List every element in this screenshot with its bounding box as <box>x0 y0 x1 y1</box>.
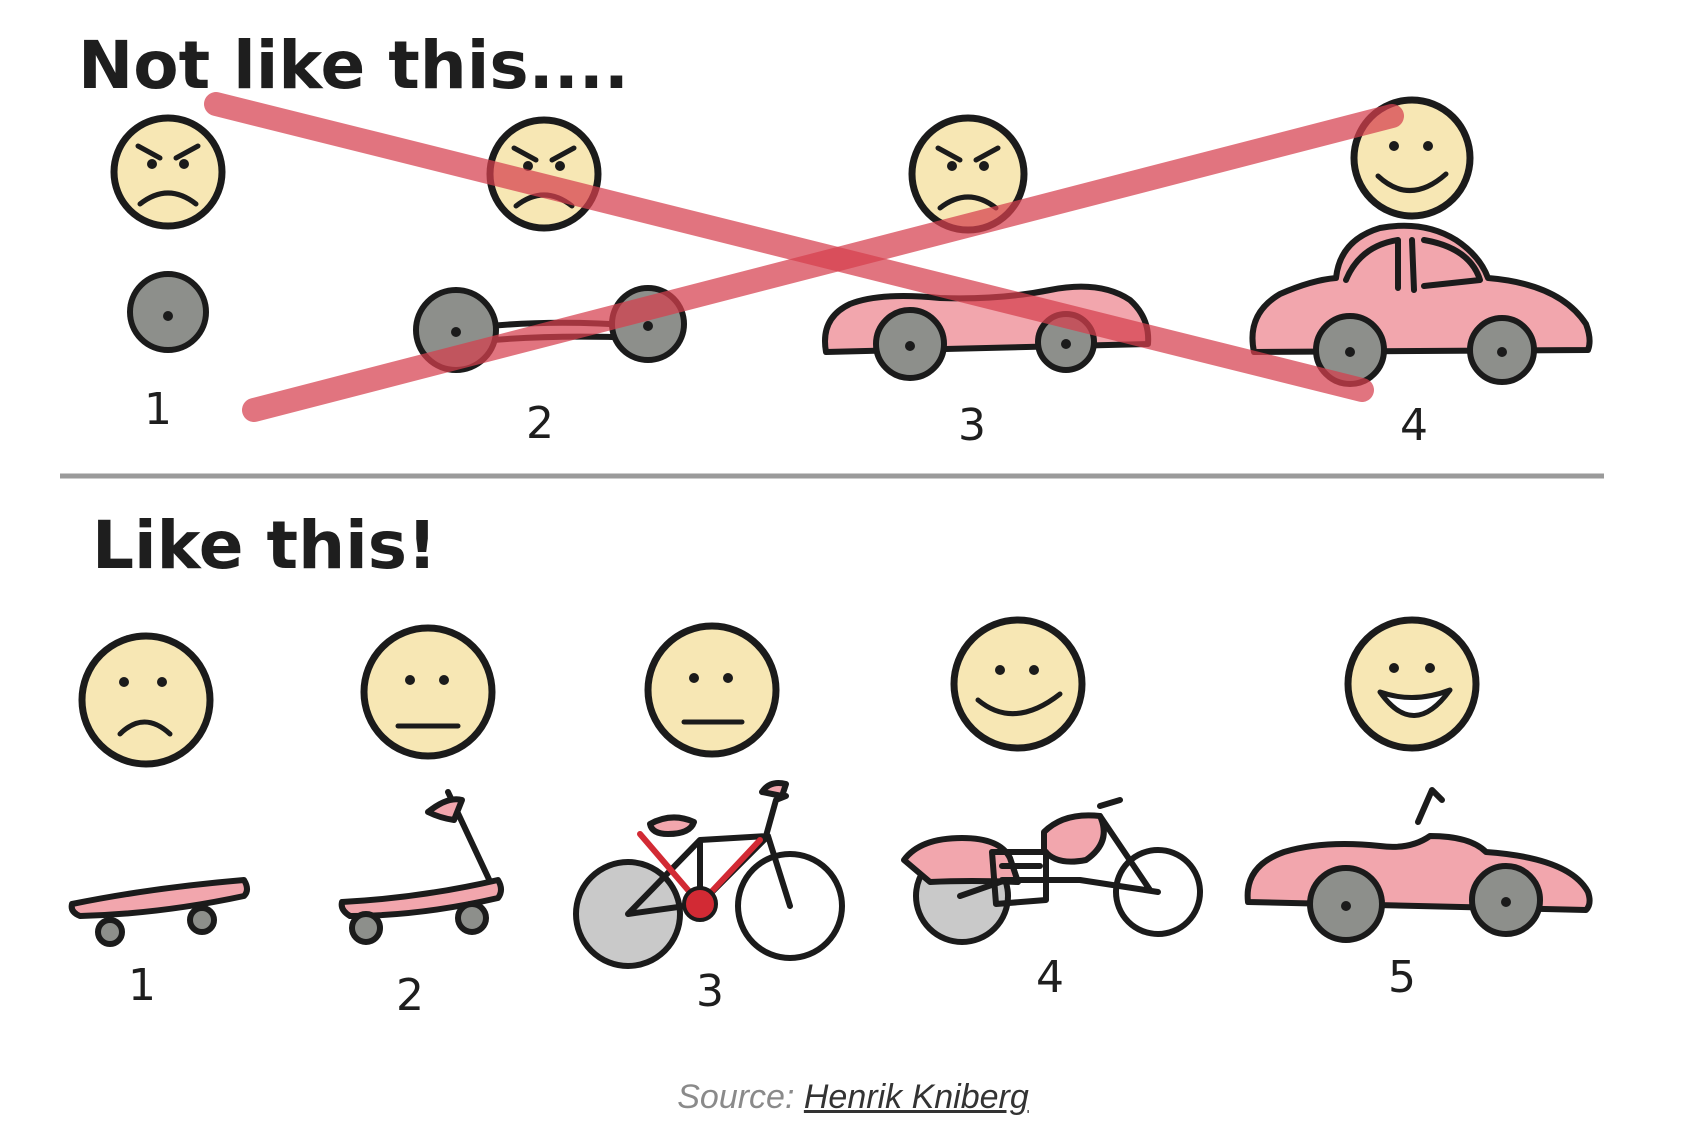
top-heading: Not like this.... <box>78 27 629 104</box>
motorcycle-icon <box>901 797 1203 945</box>
smile-face-icon <box>950 616 1086 752</box>
bottom-step-5: 5 <box>1244 616 1593 1003</box>
source-prefix: Source: <box>677 1078 795 1116</box>
laugh-face-icon <box>1344 616 1480 752</box>
source-caption: Source: Henrik Kniberg <box>0 1078 1706 1117</box>
top-step-number: 3 <box>958 400 986 451</box>
bottom-heading: Like this! <box>92 507 437 584</box>
top-step-4: 4 <box>1249 96 1593 451</box>
car-icon <box>1249 222 1593 387</box>
neutral-face-icon <box>360 624 496 760</box>
bottom-step-number: 2 <box>396 970 424 1021</box>
bottom-step-2: 2 <box>338 624 504 1021</box>
top-step-number: 1 <box>144 384 172 435</box>
bottom-step-number: 3 <box>696 966 724 1017</box>
angry-face-icon <box>110 114 226 230</box>
bottom-step-4: 4 <box>901 616 1203 1003</box>
cross-out-mark <box>204 92 1404 422</box>
bottom-step-number: 4 <box>1036 952 1064 1003</box>
bicycle-icon <box>573 780 845 969</box>
sad-face-icon <box>78 632 214 768</box>
wheel-icon <box>127 271 209 353</box>
convertible-icon <box>1244 787 1593 943</box>
skateboard-icon <box>68 877 250 947</box>
bottom-step-number: 1 <box>128 960 156 1011</box>
scooter-icon <box>338 789 504 945</box>
top-step-3: 3 <box>822 114 1152 451</box>
top-step-1: 1 <box>110 114 226 435</box>
top-step-number: 2 <box>526 398 554 449</box>
neutral-face-icon <box>644 622 780 758</box>
top-step-number: 4 <box>1400 400 1428 451</box>
bottom-step-3: 3 <box>573 622 845 1017</box>
car-chassis-icon <box>822 283 1152 381</box>
source-link[interactable]: Henrik Kniberg <box>803 1078 1029 1116</box>
bottom-step-number: 5 <box>1388 952 1416 1003</box>
bottom-step-1: 1 <box>68 632 250 1011</box>
